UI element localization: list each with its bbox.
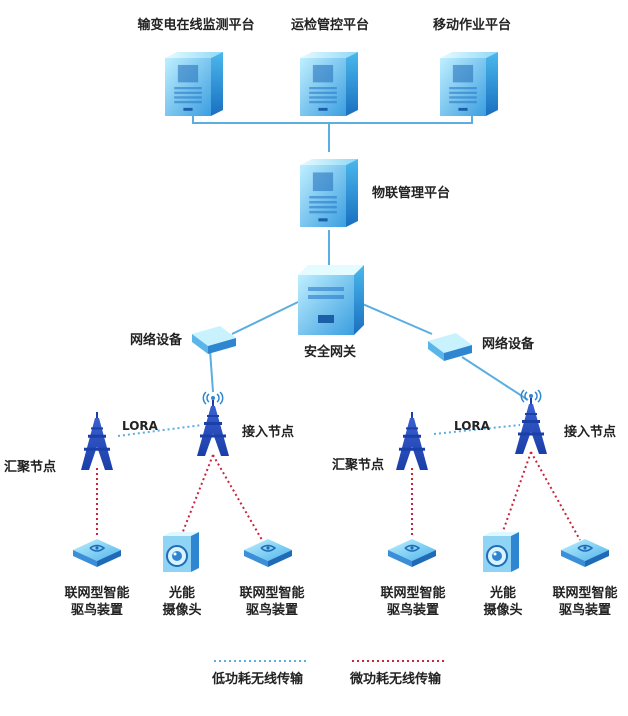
right-access-tower-signal-icon <box>520 389 542 403</box>
bird-device-label-3-line2: 驱鸟装置 <box>386 603 439 618</box>
right-aggregation-node-label: 汇聚节点 <box>332 458 385 473</box>
bird-device-label-1: 联网型智能 驱鸟装置 <box>55 585 139 619</box>
left-aggregation-node-label: 汇聚节点 <box>4 460 57 475</box>
connection-lines <box>192 115 529 401</box>
right-solar-camera-icon <box>483 532 519 572</box>
camera-label-2: 光能 摄像头 <box>473 585 533 619</box>
left-aggregation-tower-icon <box>81 412 113 470</box>
monitoring-platform-label: 输变电在线监测平台 <box>137 18 255 33</box>
camera-label-1-line2: 摄像头 <box>162 603 202 618</box>
gateway-label: 安全网关 <box>303 345 356 360</box>
iot-server-icon <box>300 159 358 227</box>
bird-device-label-2: 联网型智能 驱鸟装置 <box>230 585 314 619</box>
right-access-node-label: 接入节点 <box>564 425 617 440</box>
right-switch-to-access-line <box>461 356 529 401</box>
bird-device-label-2-line2: 驱鸟装置 <box>245 603 298 618</box>
right-access-to-camera-link <box>501 451 532 535</box>
left-lora-link <box>117 424 203 437</box>
right-access-to-bird-link <box>530 451 581 541</box>
right-lora-label: LORA <box>454 419 490 433</box>
bird-repeller-icon-1 <box>73 539 121 567</box>
left-access-tower-icon <box>197 391 229 456</box>
ops-platform-label: 运检管控平台 <box>290 18 369 33</box>
platform-bus-line <box>192 115 473 124</box>
bird-device-label-3: 联网型智能 驱鸟装置 <box>371 585 455 619</box>
mobile-server-icon <box>440 52 498 116</box>
bird-device-label-1-line1: 联网型智能 <box>64 586 130 601</box>
bird-repeller-icon-4 <box>561 539 609 567</box>
right-access-tower-icon <box>515 389 547 454</box>
left-lora-label: LORA <box>122 419 158 433</box>
camera-label-1: 光能 摄像头 <box>152 585 212 619</box>
camera-label-2-line2: 摄像头 <box>483 603 523 618</box>
ops-server-icon <box>300 52 358 116</box>
left-network-device-label: 网络设备 <box>130 333 183 348</box>
left-access-to-bird-link <box>212 454 263 541</box>
bird-device-label-2-line1: 联网型智能 <box>239 586 305 601</box>
legend-micro-power-label: 微功耗无线传输 <box>350 672 442 687</box>
low-power-links <box>117 424 521 437</box>
bird-repeller-icon-2 <box>244 539 292 567</box>
monitoring-server-icon <box>165 52 223 116</box>
gateway-server-icon <box>298 265 364 335</box>
left-switch-to-access-line <box>209 349 214 393</box>
legend-low-power-label: 低功耗无线传输 <box>212 672 304 687</box>
gateway-to-left-switch-line <box>231 301 299 335</box>
left-network-switch-icon <box>192 326 236 354</box>
gateway-to-right-switch-line <box>357 301 433 335</box>
iot-platform-label: 物联管理平台 <box>372 186 451 201</box>
camera-label-2-line1: 光能 <box>489 586 516 601</box>
left-solar-camera-icon <box>163 532 199 572</box>
bird-device-label-4-line1: 联网型智能 <box>552 586 618 601</box>
bird-device-label-1-line2: 驱鸟装置 <box>70 603 123 618</box>
right-network-switch-icon <box>428 333 472 361</box>
micro-power-links <box>96 451 581 541</box>
right-network-device-label: 网络设备 <box>482 337 535 352</box>
bird-repeller-icon-3 <box>388 539 436 567</box>
right-aggregation-tower-icon <box>396 412 428 470</box>
left-access-tower-signal-icon <box>202 391 224 405</box>
camera-label-1-line1: 光能 <box>168 586 195 601</box>
mobile-platform-label: 移动作业平台 <box>432 18 511 33</box>
bird-device-label-4-line2: 驱鸟装置 <box>558 603 611 618</box>
left-access-node-label: 接入节点 <box>242 425 295 440</box>
left-access-to-camera-link <box>181 454 214 535</box>
bird-device-label-3-line1: 联网型智能 <box>380 586 446 601</box>
bird-device-label-4: 联网型智能 驱鸟装置 <box>543 585 627 619</box>
